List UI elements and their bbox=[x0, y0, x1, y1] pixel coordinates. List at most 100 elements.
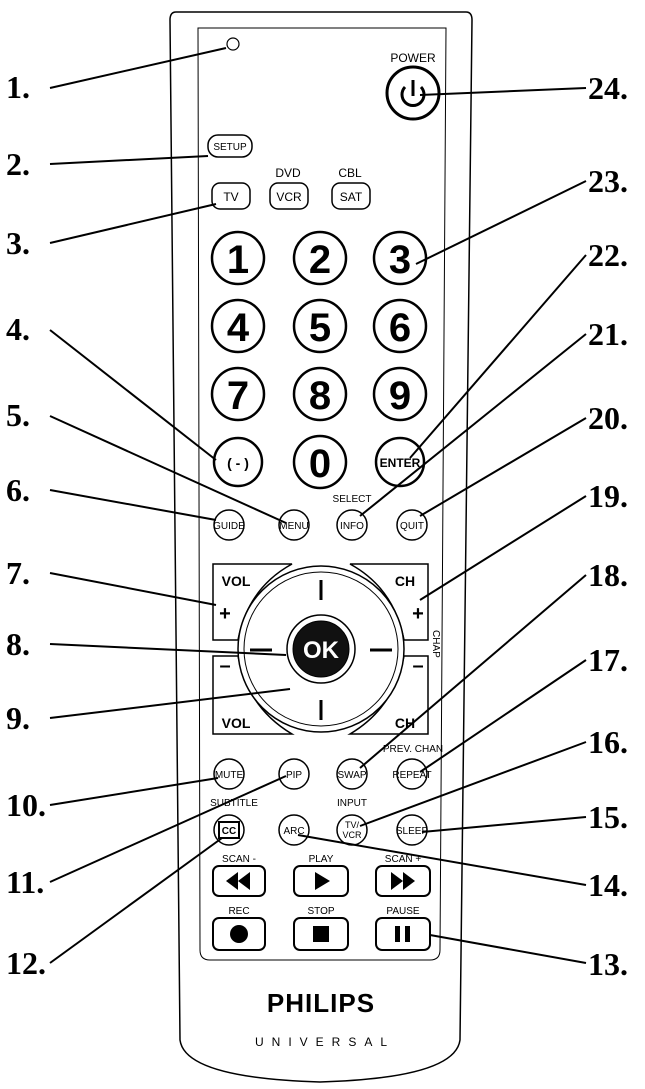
digit-button-8[interactable]: 8 bbox=[292, 366, 348, 422]
digit-button-3[interactable]: 3 bbox=[372, 230, 428, 286]
cc-button[interactable]: CC bbox=[213, 814, 245, 846]
callout-8: 8. bbox=[6, 626, 30, 662]
led-indicator-icon bbox=[226, 37, 240, 51]
dash-button[interactable]: ( - ) bbox=[212, 436, 264, 488]
callout-24: 24. bbox=[588, 70, 628, 106]
record-button[interactable] bbox=[212, 917, 266, 951]
rec-label: REC bbox=[228, 906, 249, 917]
callout-4: 4. bbox=[6, 311, 30, 347]
svg-text:ENTER: ENTER bbox=[380, 456, 421, 470]
dvd-label: DVD bbox=[275, 166, 301, 180]
brand-subtitle: UNIVERSAL bbox=[255, 1035, 395, 1049]
callout-15: 15. bbox=[588, 799, 628, 835]
arc-button[interactable]: ARC bbox=[278, 814, 310, 846]
svg-text:( - ): ( - ) bbox=[227, 455, 249, 471]
callout-1: 1. bbox=[6, 69, 30, 105]
pip-button[interactable]: PIP bbox=[278, 758, 310, 790]
ch-up-label: CH bbox=[395, 573, 415, 589]
setup-button[interactable]: SETUP bbox=[207, 134, 253, 158]
input-label: INPUT bbox=[337, 798, 367, 809]
callout-20: 20. bbox=[588, 400, 628, 436]
digit-button-9[interactable]: 9 bbox=[372, 366, 428, 422]
power-label: POWER bbox=[390, 51, 436, 65]
chap-label: CHAP bbox=[430, 630, 441, 658]
play-icon bbox=[315, 872, 330, 890]
svg-text:ARC: ARC bbox=[283, 826, 304, 837]
svg-text:INFO: INFO bbox=[340, 521, 364, 532]
callout-7: 7. bbox=[6, 555, 30, 591]
power-button[interactable] bbox=[385, 65, 441, 121]
svg-text:TV/: TV/ bbox=[345, 820, 360, 830]
dvd-vcr-button[interactable]: VCR bbox=[269, 182, 309, 210]
callout-14: 14. bbox=[588, 867, 628, 903]
digit-button-0[interactable]: 0 bbox=[292, 434, 348, 490]
svg-text:OK: OK bbox=[303, 637, 340, 664]
svg-text:6: 6 bbox=[389, 306, 411, 350]
stop-button[interactable] bbox=[293, 917, 349, 951]
power-icon bbox=[400, 80, 426, 107]
subtitle-label: SUBTITLE bbox=[210, 798, 258, 809]
digit-button-7[interactable]: 7 bbox=[210, 366, 266, 422]
digit-button-2[interactable]: 2 bbox=[292, 230, 348, 286]
ch-minus-label: – bbox=[412, 655, 423, 677]
tv-vcr-button[interactable]: TV/ VCR bbox=[336, 814, 368, 846]
rewind-button[interactable] bbox=[212, 865, 266, 897]
ch-plus-label: + bbox=[412, 603, 424, 625]
svg-text:9: 9 bbox=[389, 374, 411, 418]
quit-button[interactable]: QUIT bbox=[396, 509, 428, 541]
digit-button-4[interactable]: 4 bbox=[210, 298, 266, 354]
play-label: PLAY bbox=[309, 854, 334, 865]
swap-button[interactable]: SWAP bbox=[336, 758, 368, 790]
play-button[interactable] bbox=[293, 865, 349, 897]
svg-text:8: 8 bbox=[309, 374, 331, 418]
select-label: SELECT bbox=[333, 494, 372, 505]
svg-text:QUIT: QUIT bbox=[400, 521, 424, 532]
scan-plus-label: SCAN + bbox=[385, 854, 422, 865]
svg-text:1: 1 bbox=[227, 238, 249, 282]
callout-9: 9. bbox=[6, 700, 30, 736]
callout-16: 16. bbox=[588, 724, 628, 760]
svg-text:TV: TV bbox=[223, 190, 238, 204]
svg-text:SLEEP: SLEEP bbox=[396, 826, 429, 837]
svg-text:2: 2 bbox=[309, 238, 331, 282]
fast-forward-button[interactable] bbox=[375, 865, 431, 897]
ok-button[interactable]: OK bbox=[286, 614, 356, 684]
callout-13: 13. bbox=[588, 946, 628, 982]
digit-button-1[interactable]: 1 bbox=[210, 230, 266, 286]
brand-logo: PHILIPS bbox=[267, 988, 375, 1018]
callout-6: 6. bbox=[6, 472, 30, 508]
ch-down-label: CH bbox=[395, 715, 415, 731]
svg-text:SETUP: SETUP bbox=[213, 142, 247, 153]
menu-button[interactable]: MENU bbox=[278, 509, 310, 541]
callout-22: 22. bbox=[588, 237, 628, 273]
sleep-button[interactable]: SLEEP bbox=[396, 814, 429, 846]
svg-text:5: 5 bbox=[309, 306, 331, 350]
info-button[interactable]: INFO bbox=[336, 509, 368, 541]
callout-2: 2. bbox=[6, 146, 30, 182]
cbl-label: CBL bbox=[338, 166, 362, 180]
tv-button[interactable]: TV bbox=[211, 182, 251, 210]
svg-text:PIP: PIP bbox=[286, 770, 302, 781]
pause-button[interactable] bbox=[375, 917, 431, 951]
digit-button-6[interactable]: 6 bbox=[372, 298, 428, 354]
vol-down-label: VOL bbox=[222, 715, 251, 731]
callout-10: 10. bbox=[6, 787, 46, 823]
mute-button[interactable]: MUTE bbox=[213, 758, 245, 790]
guide-button[interactable]: GUIDE bbox=[213, 509, 245, 541]
digit-button-5[interactable]: 5 bbox=[292, 298, 348, 354]
vol-up-label: VOL bbox=[222, 573, 251, 589]
enter-button[interactable]: ENTER bbox=[374, 436, 426, 488]
svg-text:REPEAT: REPEAT bbox=[392, 770, 431, 781]
repeat-button[interactable]: REPEAT bbox=[392, 758, 432, 790]
svg-text:7: 7 bbox=[227, 374, 249, 418]
svg-text:MUTE: MUTE bbox=[215, 770, 244, 781]
cbl-sat-button[interactable]: SAT bbox=[331, 182, 371, 210]
leader-lines bbox=[49, 47, 587, 964]
callout-23: 23. bbox=[588, 163, 628, 199]
stop-icon bbox=[313, 926, 329, 942]
svg-text:VCR: VCR bbox=[276, 190, 302, 204]
scan-minus-label: SCAN - bbox=[222, 854, 256, 865]
pause-icon bbox=[395, 926, 410, 942]
svg-text:SWAP: SWAP bbox=[337, 770, 366, 781]
